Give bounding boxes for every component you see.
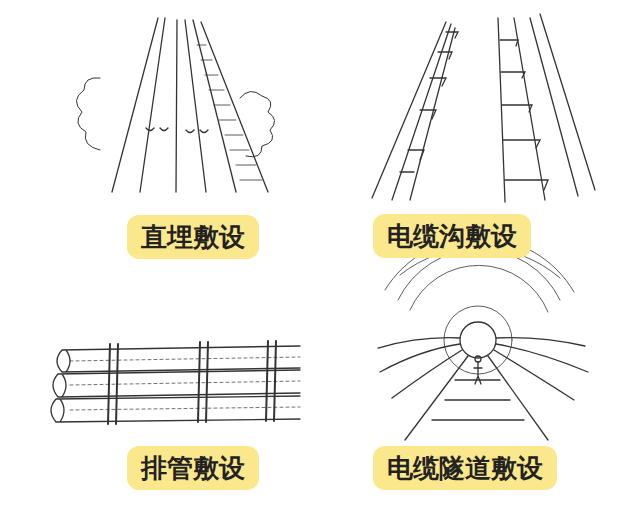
hatching: [197, 45, 262, 180]
label-badge: 电缆沟敷设: [373, 214, 531, 258]
pipe-seams: [70, 357, 300, 410]
label-badge: 排管敷设: [127, 446, 259, 490]
duct-bank-sketch: [51, 341, 300, 424]
trench-lines: [112, 18, 268, 192]
badge-text: 直埋敷设: [127, 217, 259, 257]
worker-head: [475, 356, 481, 362]
badge-text: 排管敷设: [127, 448, 259, 488]
tunnel-ring: [460, 322, 496, 358]
cable-faces: [146, 128, 208, 133]
label-badge: 直埋敷设: [127, 215, 259, 259]
cloud-left: [76, 78, 100, 150]
worker-figure: [474, 362, 482, 384]
trench-walls: [372, 14, 595, 202]
cable-tunnel-sketch: [378, 237, 588, 440]
pipe-straps: [108, 341, 276, 424]
cable-trench-sketch: [372, 14, 595, 202]
badge-text: 电缆沟敷设: [373, 216, 531, 256]
direct-burial-sketch: [76, 18, 274, 192]
tunnel-cables: [378, 338, 588, 400]
right-brackets: [500, 40, 548, 190]
tunnel-floor: [405, 356, 548, 440]
cloud-right: [240, 91, 275, 156]
badge-text: 电缆隧道敷设: [373, 448, 557, 488]
pipe-row-2: [53, 370, 300, 397]
label-badge: 电缆隧道敷设: [373, 446, 557, 490]
left-brackets: [400, 32, 458, 172]
pipe-row-3: [51, 396, 300, 422]
